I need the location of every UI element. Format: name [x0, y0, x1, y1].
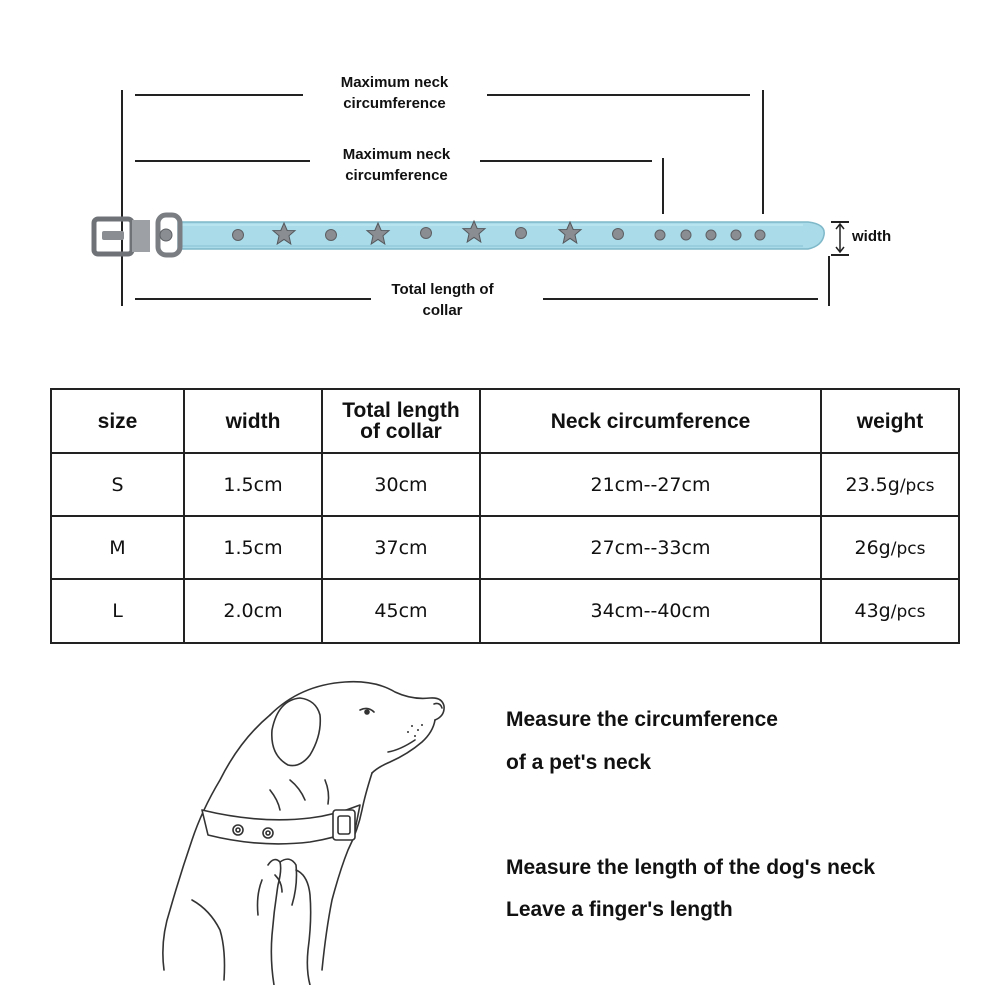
cell-length: 37cm — [321, 515, 481, 580]
header-size: size — [50, 388, 185, 454]
weight-value: 23.5g — [845, 473, 900, 496]
cell-length: 30cm — [321, 452, 481, 517]
width-arrow-icon — [835, 222, 845, 254]
cell-width: 1.5cm — [183, 515, 323, 580]
collar-icon — [91, 212, 825, 258]
cell-width: 2.0cm — [183, 578, 323, 644]
cell-width: 1.5cm — [183, 452, 323, 517]
weight-unit: /pcs — [890, 602, 926, 622]
total-length-label: Total length of collar — [391, 281, 494, 319]
cell-weight: 43g/pcs — [820, 578, 960, 644]
weight-value: 26g — [854, 536, 891, 559]
header-weight: weight — [820, 388, 960, 454]
weight-unit: /pcs — [890, 538, 926, 559]
instruction-line-4: Leave a finger's length — [506, 898, 733, 921]
star-stud-icon — [271, 219, 583, 246]
cell-length: 45cm — [321, 578, 481, 644]
cell-size: S — [50, 452, 185, 517]
max-neck-1-line-left — [135, 94, 303, 96]
max-neck-1-label: Maximum neck circumference — [340, 74, 449, 112]
max-neck-2-line-right — [480, 160, 652, 162]
cell-neck: 34cm--40cm — [479, 578, 822, 644]
weight-value: 43g — [854, 600, 891, 622]
table-row: S 1.5cm 30cm 21cm--27cm 23.5g/pcs — [50, 452, 960, 517]
width-bottom-tick — [831, 254, 849, 256]
cell-neck: 27cm--33cm — [479, 515, 822, 580]
width-label: width — [852, 228, 892, 245]
left-outer-guide — [121, 90, 123, 306]
width-top-tick — [831, 221, 849, 223]
table-header-row: size width Total length of collar Neck c… — [50, 388, 960, 454]
size-chart-table: size width Total length of collar Neck c… — [50, 388, 960, 644]
max-neck-1-line-right — [487, 94, 750, 96]
max-neck-2-end-guide — [662, 158, 664, 214]
header-neck-circumference: Neck circumference — [479, 388, 822, 454]
buckle-icon — [91, 212, 183, 258]
total-length-line-left — [135, 298, 371, 300]
cell-neck: 21cm--27cm — [479, 452, 822, 517]
table-row: M 1.5cm 37cm 27cm--33cm 26g/pcs — [50, 515, 960, 580]
total-length-line-right — [543, 298, 818, 300]
instruction-line-2: of a pet's neck — [506, 751, 652, 774]
cell-weight: 23.5g/pcs — [820, 452, 960, 517]
cell-weight: 26g/pcs — [820, 515, 960, 580]
instruction-line-1: Measure the circumference — [506, 708, 778, 731]
header-width: width — [183, 388, 323, 454]
table-row: L 2.0cm 45cm 34cm--40cm 43g/pcs — [50, 578, 960, 644]
cell-size: M — [50, 515, 185, 580]
weight-unit: /pcs — [899, 475, 935, 496]
dog-sketch-icon — [162, 680, 445, 985]
cell-size: L — [50, 578, 185, 644]
max-neck-2-line-left — [135, 160, 310, 162]
max-neck-1-end-guide — [762, 90, 764, 214]
header-total-length: Total length of collar — [321, 388, 481, 454]
max-neck-2-label: Maximum neck circumference — [342, 146, 451, 184]
instruction-line-3: Measure the length of the dog's neck — [506, 856, 876, 879]
total-length-end-guide — [828, 256, 830, 306]
